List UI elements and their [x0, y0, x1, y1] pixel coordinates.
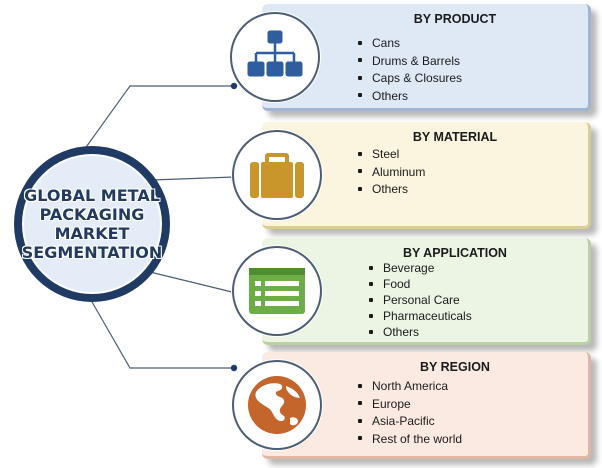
- list-item: Personal Care: [369, 292, 472, 308]
- center-title-line: SEGMENTATION: [21, 243, 163, 262]
- bullet-icon: [358, 93, 362, 98]
- briefcase-icon: [250, 153, 304, 198]
- bullet-icon: [369, 281, 373, 286]
- center-title: GLOBAL METAL PACKAGING MARKET SEGMENTATI…: [22, 186, 163, 262]
- bullet-icon: [358, 58, 362, 63]
- item-label: Personal Care: [383, 293, 460, 307]
- center-circle: GLOBAL METAL PACKAGING MARKET SEGMENTATI…: [14, 146, 170, 302]
- form-icon: [249, 268, 305, 314]
- list-item: Drums & Barrels: [358, 53, 462, 71]
- bullet-icon: [358, 169, 362, 174]
- list-item: North America: [358, 378, 462, 396]
- list-item: Europe: [358, 396, 462, 414]
- list-item: Rest of the world: [358, 431, 462, 449]
- list-item: Others: [358, 88, 462, 106]
- panel-by-application: BY APPLICATION Beverage Food Personal Ca…: [262, 238, 591, 345]
- center-title-line: GLOBAL METAL: [24, 186, 160, 205]
- panel-title: BY PRODUCT: [413, 12, 497, 26]
- item-label: Aluminum: [372, 164, 426, 179]
- center-title-line: MARKET: [54, 224, 130, 243]
- panel-title: BY REGION: [420, 360, 490, 374]
- material-icon-circle: [232, 130, 322, 220]
- item-list: Steel Aluminum Others: [358, 146, 425, 199]
- globe-icon: [248, 376, 306, 434]
- list-item: Food: [369, 276, 472, 292]
- bullet-icon: [358, 383, 362, 388]
- application-icon-circle: [232, 246, 322, 336]
- item-label: Drums & Barrels: [372, 53, 461, 68]
- item-label: Steel: [372, 147, 400, 161]
- list-item: Pharmaceuticals: [369, 308, 472, 324]
- bullet-icon: [358, 186, 362, 191]
- list-item: Others: [369, 324, 472, 340]
- item-label: Pharmaceuticals: [383, 309, 472, 323]
- list-item: Cans: [358, 35, 462, 53]
- item-label: Caps & Closures: [372, 71, 463, 85]
- hierarchy-icon: [247, 30, 303, 77]
- list-item: Others: [358, 181, 425, 199]
- bullet-icon: [358, 401, 362, 406]
- bullet-icon: [358, 151, 362, 156]
- item-label: North America: [372, 379, 449, 393]
- bullet-icon: [358, 418, 362, 423]
- item-label: Others: [383, 325, 420, 339]
- panel-title: BY MATERIAL: [412, 130, 498, 144]
- item-list: Cans Drums & Barrels Caps & Closures Oth…: [358, 35, 462, 105]
- panel-title: BY APPLICATION: [403, 246, 507, 260]
- bullet-icon: [358, 75, 362, 80]
- list-item: Asia-Pacific: [358, 413, 462, 431]
- item-label: Asia-Pacific: [372, 414, 435, 428]
- item-label: Others: [372, 182, 409, 196]
- item-label: Food: [383, 277, 411, 291]
- bullet-icon: [369, 265, 373, 270]
- bullet-icon: [358, 436, 362, 441]
- bullet-icon: [358, 40, 362, 45]
- list-item: Aluminum: [358, 164, 425, 182]
- bullet-icon: [369, 329, 373, 334]
- item-label: Cans: [372, 36, 401, 50]
- item-label: Others: [372, 88, 409, 103]
- list-item: Caps & Closures: [358, 70, 462, 88]
- bullet-icon: [369, 297, 373, 302]
- item-label: Europe: [372, 396, 411, 411]
- region-icon-circle: [232, 360, 322, 450]
- product-icon-circle: [230, 12, 320, 102]
- item-label: Beverage: [383, 261, 435, 275]
- center-title-line: PACKAGING: [39, 205, 145, 224]
- list-item: Beverage: [369, 260, 472, 276]
- bullet-icon: [369, 313, 373, 318]
- item-label: Rest of the world: [372, 431, 463, 446]
- list-item: Steel: [358, 146, 425, 164]
- item-list: North America Europe Asia-Pacific Rest o…: [358, 378, 462, 448]
- item-list: Beverage Food Personal Care Pharmaceutic…: [369, 260, 472, 340]
